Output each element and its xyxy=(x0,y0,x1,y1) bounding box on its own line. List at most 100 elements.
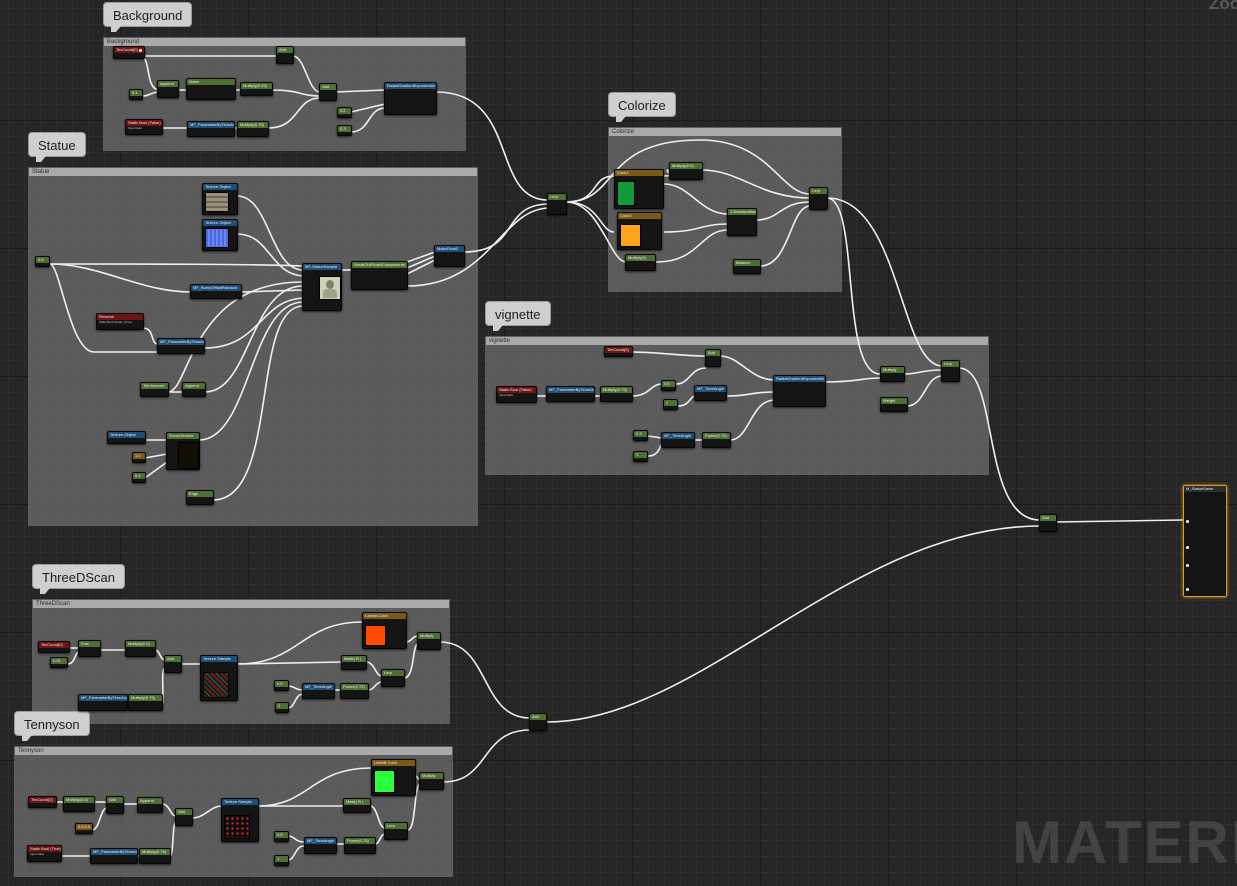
constant-node[interactable]: 1 xyxy=(633,451,648,462)
output-pin[interactable] xyxy=(139,49,142,52)
material-function-node[interactable]: MF_TimeAngle xyxy=(304,837,337,854)
material-function-node[interactable]: MF_BumpOffsetRandom xyxy=(190,284,242,299)
frac-node[interactable]: Frac xyxy=(78,640,101,657)
constant-node[interactable]: 1 xyxy=(274,855,289,866)
multiply-node[interactable]: Multiply(0.5) xyxy=(125,640,156,657)
scalar-param-node[interactable]: Balance xyxy=(733,259,761,274)
texcoord-node[interactable]: TexCoord[0] xyxy=(38,641,70,653)
multiply-node[interactable]: Multiply(0.75) xyxy=(237,121,269,137)
append-node[interactable]: Append xyxy=(157,80,179,98)
texture-sample-node[interactable]: Texture Sample xyxy=(200,655,238,701)
radial-gradient-node[interactable]: RadialGradientExponential xyxy=(773,375,826,407)
constant-node[interactable]: 0.5 xyxy=(661,380,676,391)
multiply-node[interactable]: Multiply(0.5) xyxy=(669,162,703,180)
material-function-node[interactable]: MF_ParameterByTimeAngle xyxy=(546,386,595,402)
constant-node[interactable]: 0.8 xyxy=(35,256,50,267)
scalar-param-node[interactable]: Edge xyxy=(186,490,214,505)
scene-texture-node[interactable]: SceneTexture xyxy=(166,432,200,470)
constant-node[interactable]: 0.5 xyxy=(274,680,289,691)
power-node[interactable]: Power(2.75) xyxy=(340,683,369,699)
lerp-node[interactable]: Lerp xyxy=(381,669,405,687)
make-float-node[interactable]: MakeFloat3 xyxy=(434,245,465,267)
constant-node[interactable]: 1.0 xyxy=(132,452,146,463)
input-pin[interactable] xyxy=(1186,520,1189,523)
material-function-node[interactable]: MF_ParameterByTimeAngle xyxy=(78,694,128,711)
noise-node[interactable]: Noise xyxy=(186,78,236,100)
multiply-node[interactable]: Multiply(2) xyxy=(625,254,656,271)
constant-node[interactable]: 0.5,0.5 xyxy=(75,823,93,834)
color1-param-node[interactable]: Color1 xyxy=(614,169,664,209)
material-function-node[interactable]: MF_ParameterByTimeAngle xyxy=(157,338,205,354)
multiply-node[interactable]: Multiply xyxy=(880,366,905,382)
append-node[interactable]: Append xyxy=(137,797,163,813)
color2-param-node[interactable]: Color2 xyxy=(617,212,662,250)
constant-node[interactable]: 1 xyxy=(663,399,678,410)
constant-node[interactable]: 0.4 xyxy=(132,472,146,483)
add-node[interactable]: Add xyxy=(106,796,124,814)
add-node[interactable]: Add xyxy=(319,83,337,101)
multiply-node[interactable]: Multiply xyxy=(417,632,441,650)
add-node[interactable]: Add xyxy=(705,349,721,367)
constant-node[interactable]: 0.01 xyxy=(50,657,68,668)
constant-node[interactable]: 0.5 xyxy=(337,107,352,118)
constant-node[interactable]: 0.3 xyxy=(633,430,648,441)
add-node[interactable]: Add xyxy=(529,713,547,731)
add-node[interactable]: Add xyxy=(276,46,294,64)
material-function-node[interactable]: MF_ParameterByTimeAngle xyxy=(187,121,235,137)
add-node[interactable]: Add xyxy=(175,808,193,826)
multiply-node[interactable]: Multiply xyxy=(419,772,444,790)
scalar-param-node[interactable]: Tint Amount xyxy=(140,382,169,397)
radial-gradient-node[interactable]: RadialGradientExponential xyxy=(384,82,437,115)
constant-node[interactable]: 0.3 xyxy=(337,125,352,136)
comment-bubble-vignette[interactable]: vignette xyxy=(485,301,551,331)
comment-bubble-tennyson[interactable]: Tennyson xyxy=(14,711,90,741)
scalar-param-node[interactable]: Weight xyxy=(880,397,908,412)
constant-node[interactable]: 1 xyxy=(275,702,289,713)
add-node[interactable]: Add xyxy=(1039,514,1057,532)
material-function-node[interactable]: MF_TimeAngle xyxy=(302,683,335,699)
material-output-node[interactable]: M_StatueSaver xyxy=(1183,485,1227,597)
input-pin[interactable] xyxy=(1186,564,1189,567)
comment-bubble-colorize[interactable]: Colorize xyxy=(608,92,676,122)
multiply-node[interactable]: Multiply(0.75) xyxy=(600,386,633,402)
lerp-node[interactable]: Lerp xyxy=(384,822,408,840)
texture-object-node[interactable]: Texture Object xyxy=(202,219,238,251)
comment-bubble-statue[interactable]: Statue xyxy=(28,132,86,162)
texture-object-node[interactable]: Texture Object xyxy=(107,431,146,444)
input-pin[interactable] xyxy=(1186,546,1189,549)
material-function-node[interactable]: MF_ParameterByTimeAngle xyxy=(90,848,138,864)
multiply-node[interactable]: Multiply(0.75) xyxy=(139,848,171,864)
static-bool-node[interactable]: Static Bool (False) Input Data xyxy=(496,386,537,403)
texcoord-node[interactable]: TexCoord[0] xyxy=(604,346,633,357)
constant-node[interactable]: 0.1 xyxy=(129,89,143,100)
material-function-node[interactable]: MF_TimeAngle xyxy=(661,432,695,448)
texture-sample-node[interactable]: Texture Sample xyxy=(221,798,259,842)
input-pin[interactable] xyxy=(1186,588,1189,591)
break-components-node[interactable]: BreakOutFloat4Components xyxy=(351,261,408,290)
power-node[interactable]: Power(0.75) xyxy=(702,432,731,448)
texcoord-node[interactable]: TexCoord[0] xyxy=(28,796,57,808)
texcoord-node[interactable]: TexCoord[0] xyxy=(113,46,145,59)
material-function-node[interactable]: MF_TimeAngle xyxy=(694,385,727,401)
labelB-color-param-node[interactable]: LabelB Color xyxy=(371,759,416,796)
comment-bubble-threedscan[interactable]: ThreeDScan xyxy=(32,564,125,594)
static-bool-node[interactable]: Static Bool (False) Input Data xyxy=(125,119,163,135)
multiply-node[interactable]: Multiply(0.25) xyxy=(240,82,273,96)
comment-bubble-background[interactable]: Background xyxy=(103,2,193,32)
mask-node[interactable]: Mask( R ) xyxy=(343,798,371,813)
comment-box-vignette[interactable]: vignette xyxy=(485,336,989,475)
multiply-node[interactable]: Multiply(0.75) xyxy=(128,694,163,711)
texture-object-node[interactable]: Texture Object xyxy=(202,183,238,215)
lerp-node[interactable]: Lerp xyxy=(941,360,960,382)
static-bool-node[interactable]: Static Bool (True) Input Data xyxy=(27,845,62,862)
constant-node[interactable]: 0.5 xyxy=(274,831,289,842)
desaturation-node[interactable]: 1-Desaturation xyxy=(727,208,757,236)
comment-box-statue[interactable]: Statue xyxy=(28,167,478,526)
lerp-node[interactable]: Lerp xyxy=(809,187,828,210)
power-node[interactable]: Power(0.75) xyxy=(344,837,376,854)
lerp-node[interactable]: Lerp xyxy=(547,193,567,215)
add-node[interactable]: Add xyxy=(164,655,182,673)
multiply-node[interactable]: Multiply(0.5) xyxy=(63,796,95,812)
static-bool-param-node[interactable]: Reverse Static Bool Param (True) xyxy=(96,313,144,330)
